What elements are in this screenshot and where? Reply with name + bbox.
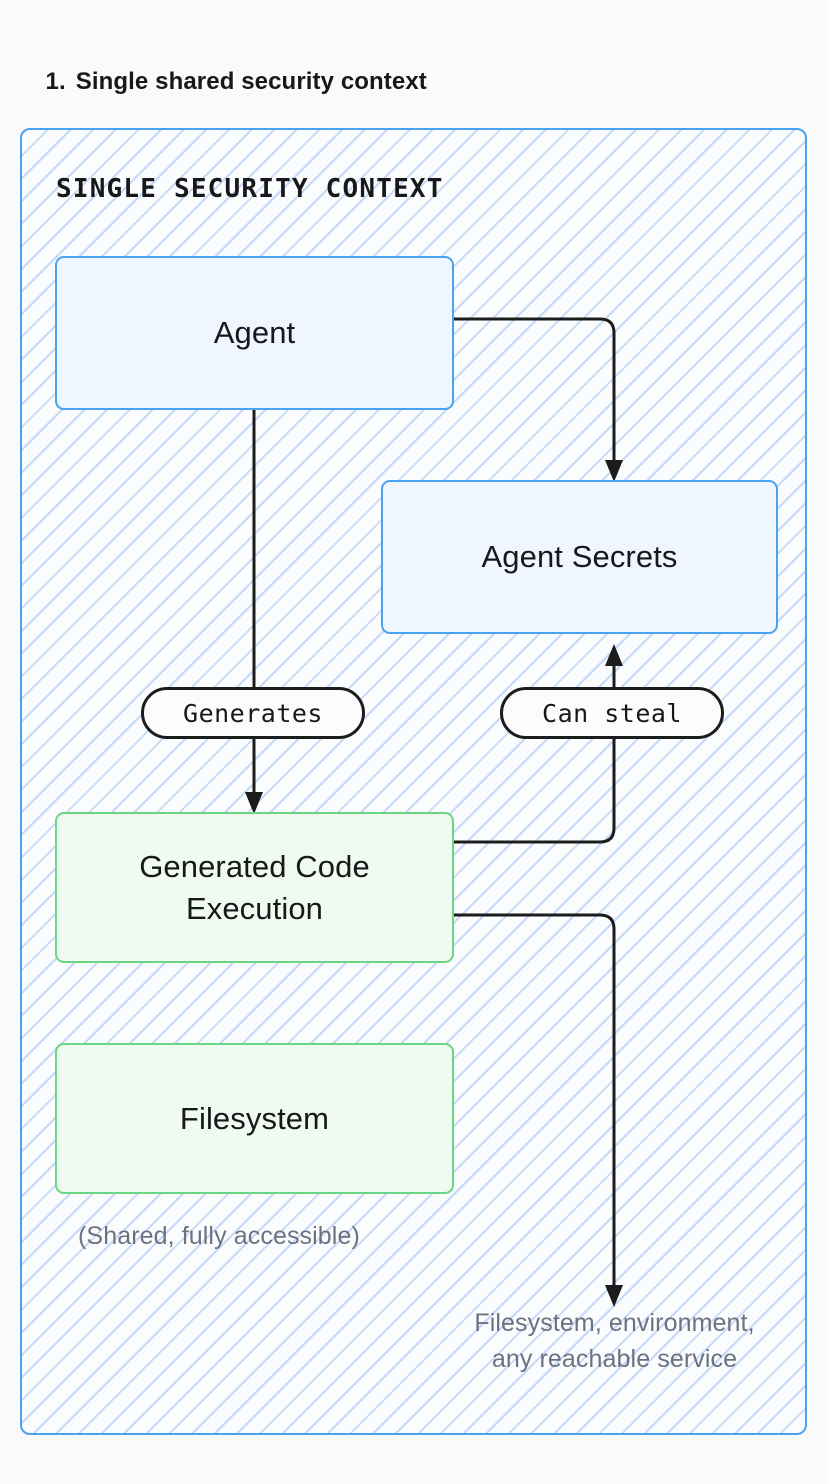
- node-agent-secrets-label: Agent Secrets: [481, 539, 678, 575]
- page-title-number: 1.: [45, 68, 66, 95]
- edge-agent-to-secrets: [454, 317, 623, 482]
- node-agent-secrets[interactable]: Agent Secrets: [381, 480, 778, 634]
- node-generated-code-execution[interactable]: Generated Code Execution: [55, 812, 454, 963]
- page-title: 1. Single shared security context: [32, 40, 427, 96]
- arrowhead-agent-to-generated-code: [245, 792, 263, 814]
- node-filesystem[interactable]: Filesystem: [55, 1043, 454, 1194]
- caption-reachable-scope: Filesystem, environment, any reachable s…: [474, 1309, 755, 1374]
- edge-label-generates: Generates: [141, 687, 365, 739]
- edge-generated-code-to-secrets: [454, 644, 623, 844]
- edge-generated-code-to-environment: [454, 913, 623, 1307]
- arrowhead-agent-to-secrets: [605, 460, 623, 482]
- node-generated-code-execution-label: Generated Code Execution: [139, 849, 370, 926]
- arrowhead-generated-code-to-environment: [605, 1285, 623, 1307]
- edge-label-can-steal: Can steal: [500, 687, 724, 739]
- edge-label-can-steal-text: Can steal: [542, 698, 682, 728]
- node-agent-label: Agent: [213, 315, 296, 351]
- page-title-text: Single shared security context: [75, 68, 427, 95]
- security-context-label: SINGLE SECURITY CONTEXT: [56, 174, 444, 204]
- caption-shared-fully-accessible: (Shared, fully accessible): [78, 1222, 360, 1250]
- security-context-container: SINGLE SECURITY CONTEXT Agent Agent Secr…: [20, 128, 807, 1435]
- node-agent[interactable]: Agent: [55, 256, 454, 410]
- arrowhead-generated-code-to-secrets: [605, 644, 623, 666]
- edge-agent-to-generated-code: [245, 410, 263, 814]
- node-filesystem-label: Filesystem: [179, 1100, 330, 1136]
- edge-label-generates-text: Generates: [183, 698, 323, 728]
